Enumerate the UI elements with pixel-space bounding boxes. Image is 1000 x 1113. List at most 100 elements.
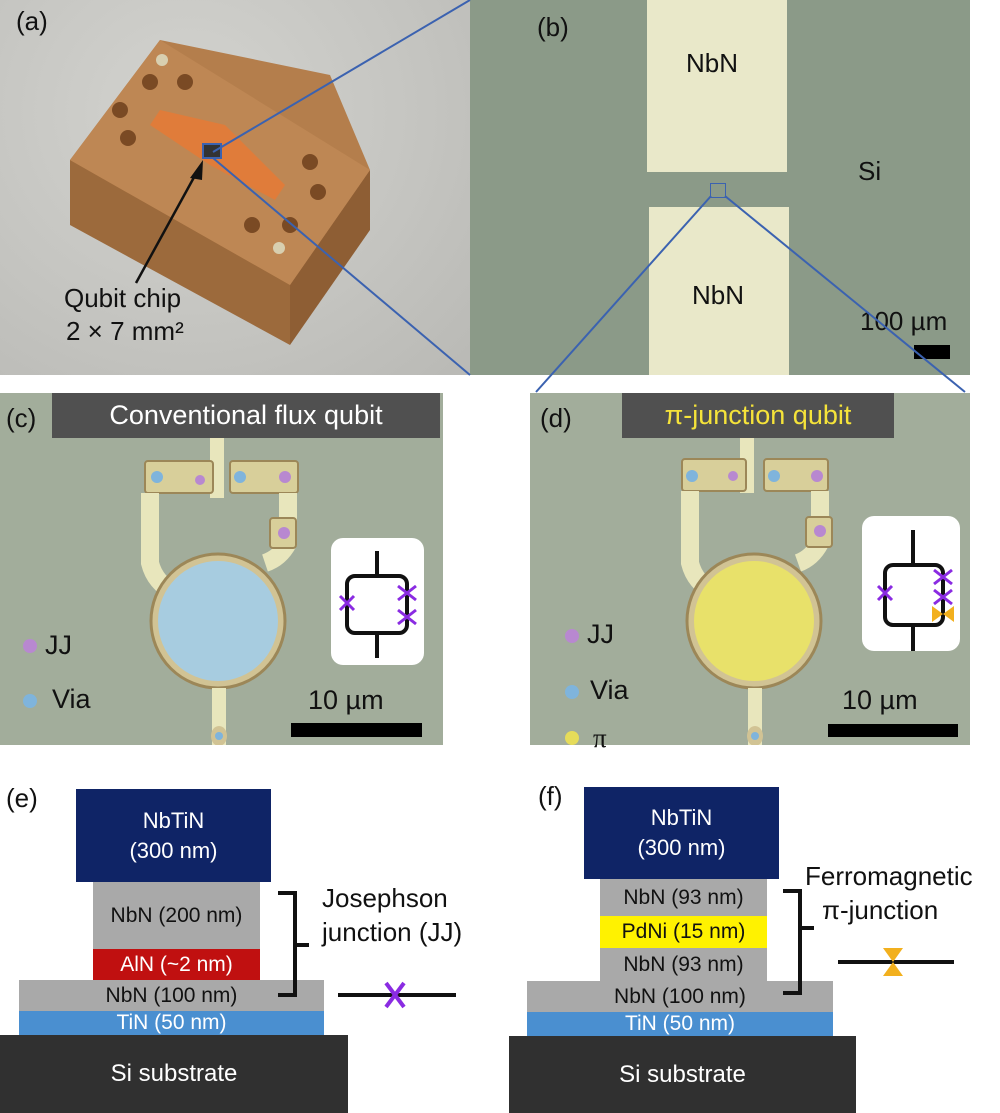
nbn-bottom-label: NbN bbox=[692, 280, 745, 310]
jj-dot bbox=[195, 475, 205, 485]
panel-title-c-text: Conventional flux qubit bbox=[109, 400, 383, 430]
layer-aln-label: AlN (~2 nm) bbox=[120, 952, 233, 976]
scale-bar-label-b: 100 µm bbox=[860, 306, 948, 336]
jj-dot bbox=[811, 470, 823, 482]
nbn-top-label: NbN bbox=[686, 48, 739, 78]
legend-jj-label: JJ bbox=[587, 619, 614, 649]
jj-symbol bbox=[933, 588, 953, 606]
layer-nbn-200: NbN (200 nm) bbox=[93, 882, 260, 949]
jj-dot bbox=[279, 471, 291, 483]
layer-nbtin: NbTiN (300 nm) bbox=[584, 787, 779, 879]
panel-title-d: π-junction qubit bbox=[622, 393, 894, 438]
pad-right bbox=[763, 458, 829, 492]
legend-via-dot bbox=[23, 694, 37, 708]
qubit-chip-size: 2 × 7 mm² bbox=[66, 316, 184, 346]
via-dot bbox=[768, 470, 780, 482]
panel-label-b: (b) bbox=[537, 12, 569, 42]
via-dot bbox=[215, 732, 223, 740]
legend-jj-label: JJ bbox=[45, 630, 72, 660]
layer-nbn-100: NbN (100 nm) bbox=[19, 980, 324, 1011]
circuit-inset-c bbox=[331, 538, 424, 665]
bracket-label-e-line1: Josephson bbox=[322, 883, 448, 913]
pi-junction-symbol bbox=[932, 606, 954, 622]
bracket-e bbox=[278, 891, 309, 997]
pi-qubit-layout-d bbox=[565, 438, 960, 745]
layer-tin: TiN (50 nm) bbox=[527, 1012, 833, 1036]
qubit-chip bbox=[202, 143, 222, 159]
legend-pi-dot bbox=[565, 731, 579, 745]
optical-micrograph-b: (b) NbN NbN Si 100 µm bbox=[470, 0, 970, 375]
pad-left bbox=[681, 458, 747, 492]
bracket-label-e-line2: junction (JJ) bbox=[322, 917, 463, 947]
jj-circuit-symbol-e bbox=[338, 981, 456, 1009]
panel-label-a: (a) bbox=[16, 6, 48, 36]
annotation-arrowhead bbox=[190, 160, 203, 180]
pad-right bbox=[229, 460, 299, 494]
panel-label-c: (c) bbox=[6, 403, 37, 433]
via-dot bbox=[686, 470, 698, 482]
legend-via-label: Via bbox=[52, 684, 91, 714]
layer-nbtin: NbTiN (300 nm) bbox=[76, 789, 271, 882]
scale-bar-c bbox=[291, 723, 422, 737]
layer-nbn-100-label: NbN (100 nm) bbox=[614, 984, 746, 1008]
optical-micrograph-c: Conventional flux qubit (c) bbox=[0, 393, 443, 745]
jj-symbol bbox=[933, 568, 953, 586]
layer-aln: AlN (~2 nm) bbox=[93, 949, 260, 980]
layer-nbn-93-upper-label: NbN (93 nm) bbox=[623, 885, 744, 909]
pi-junction-bowtie bbox=[883, 948, 903, 976]
layer-pdni: PdNi (15 nm) bbox=[600, 916, 767, 948]
pad-left bbox=[144, 460, 214, 494]
legend-jj-dot bbox=[565, 629, 579, 643]
panel-title-c: Conventional flux qubit bbox=[52, 393, 440, 438]
jj-dot bbox=[814, 525, 826, 537]
layer-si-substrate: Si substrate bbox=[509, 1036, 856, 1113]
jj-symbol bbox=[397, 608, 417, 626]
legend-pi-label: π bbox=[593, 723, 607, 753]
layer-nbn-100: NbN (100 nm) bbox=[527, 981, 833, 1012]
scale-bar-label-c: 10 µm bbox=[308, 685, 384, 715]
pi-pad-d bbox=[694, 561, 814, 681]
panel-label-e: (e) bbox=[6, 783, 38, 813]
via-dot bbox=[151, 471, 163, 483]
layer-stack-f: (f) NbTiN (300 nm) NbN (93 nm) PdNi (15 … bbox=[500, 775, 1000, 1113]
layer-si-label: Si substrate bbox=[110, 1060, 238, 1087]
panel-title-d-text: π-junction qubit bbox=[664, 400, 852, 430]
layer-nbtin-name: NbTiN bbox=[650, 805, 713, 830]
circuit-inset-d bbox=[862, 516, 960, 651]
qubit-chip-label: Qubit chip bbox=[64, 283, 182, 313]
layer-pdni-label: PdNi (15 nm) bbox=[621, 920, 746, 943]
legend-via-label: Via bbox=[590, 675, 629, 705]
layer-tin-label: TiN (50 nm) bbox=[624, 1012, 736, 1035]
layer-si-substrate: Si substrate bbox=[0, 1035, 348, 1113]
copper-sample-holder-photo: (a) Qubit chip 2 × 7 mm² bbox=[0, 0, 470, 375]
bracket-path bbox=[783, 889, 814, 995]
layer-nbn-100-label: NbN (100 nm) bbox=[105, 983, 238, 1007]
layer-nbn-93-lower: NbN (93 nm) bbox=[600, 948, 767, 981]
optical-micrograph-d: π-junction qubit (d) bbox=[530, 393, 970, 753]
via-dot bbox=[751, 732, 759, 740]
via-pad-c bbox=[158, 561, 278, 681]
scale-bar-b bbox=[914, 345, 950, 359]
annotation-arrow-line bbox=[134, 169, 200, 284]
flux-qubit-layout-c bbox=[23, 438, 424, 745]
layer-nbn-200-label: NbN (200 nm) bbox=[110, 903, 243, 927]
nbn-pad-top bbox=[647, 0, 787, 172]
layer-nbn-93-lower-label: NbN (93 nm) bbox=[623, 952, 744, 976]
layer-nbtin-thickness: (300 nm) bbox=[637, 835, 726, 860]
bracket-label-f-line1: Ferromagnetic bbox=[805, 861, 973, 891]
layer-tin-label: TiN (50 nm) bbox=[116, 1011, 227, 1034]
layer-si-label: Si substrate bbox=[619, 1060, 746, 1088]
pi-junction-circuit-symbol-f bbox=[838, 948, 954, 976]
zoom-region-box bbox=[710, 183, 726, 198]
bracket-label-f-line2: π-junction bbox=[822, 895, 939, 925]
jj-dot bbox=[278, 527, 290, 539]
layer-nbtin-name: NbTiN bbox=[142, 807, 205, 833]
si-label: Si bbox=[858, 156, 882, 186]
via-dot bbox=[234, 471, 246, 483]
bracket-f bbox=[783, 889, 814, 995]
bracket-path bbox=[278, 891, 309, 997]
layer-nbn-93-upper: NbN (93 nm) bbox=[600, 879, 767, 916]
legend-jj-dot bbox=[23, 639, 37, 653]
scale-bar-d bbox=[828, 724, 958, 737]
layer-tin: TiN (50 nm) bbox=[19, 1011, 324, 1035]
